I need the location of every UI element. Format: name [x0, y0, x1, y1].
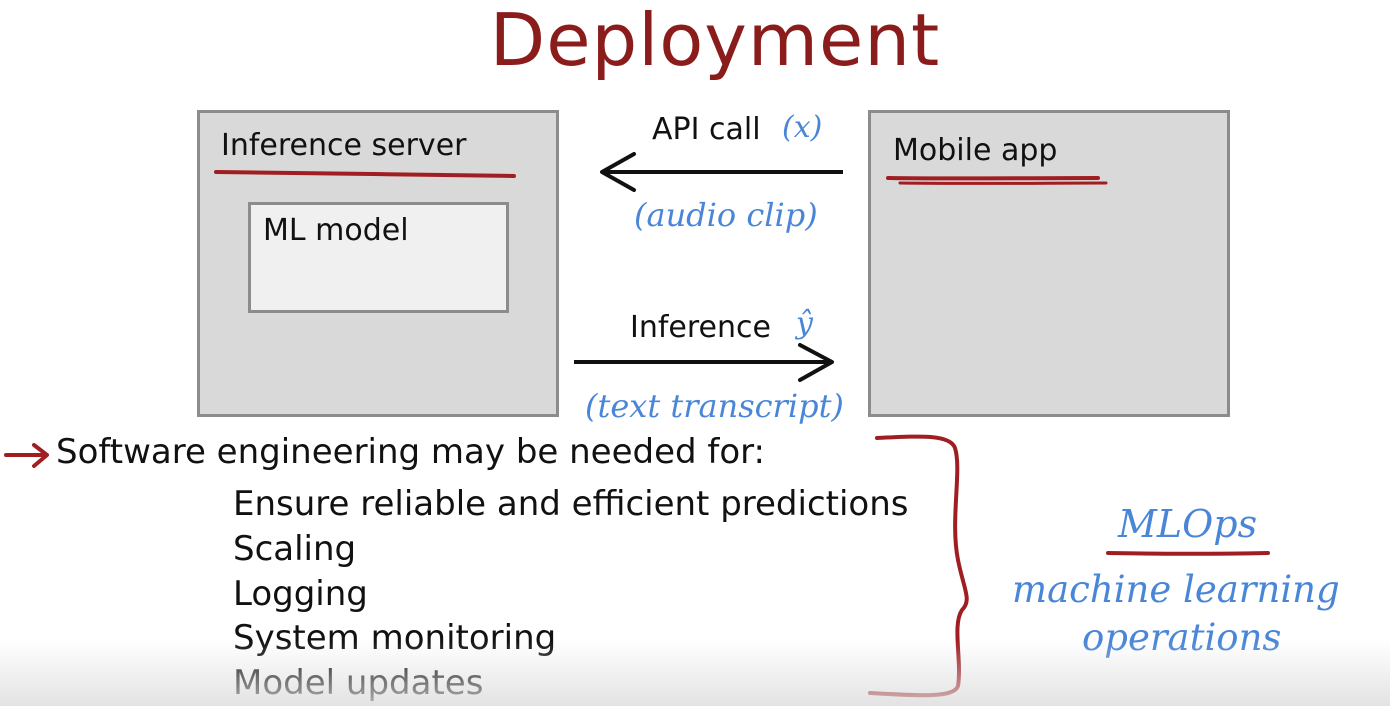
inference-server-underline	[214, 170, 516, 178]
api-call-label: API call	[652, 112, 761, 147]
mobile-app-label: Mobile app	[893, 133, 1058, 168]
software-list: Ensure reliable and efficient prediction…	[233, 482, 908, 706]
software-heading: Software engineering may be needed for:	[56, 432, 766, 472]
mobile-app-box	[868, 110, 1230, 417]
mlops-line1: machine learning	[1012, 568, 1340, 611]
mlops-underline	[1106, 551, 1270, 556]
api-call-symbol: (x)	[782, 110, 823, 145]
ml-model-label: ML model	[263, 213, 409, 248]
api-call-arrow	[600, 152, 843, 192]
mlops-acronym: MLOps	[1118, 502, 1258, 546]
ml-model-box	[248, 202, 509, 313]
inference-label: Inference	[630, 310, 771, 345]
bullet-arrow-icon	[4, 443, 49, 468]
inference-symbol: ŷ	[796, 306, 813, 341]
audio-clip-note: (audio clip)	[634, 196, 818, 234]
list-item: Logging	[233, 573, 368, 614]
list-item: Scaling	[233, 528, 357, 569]
list-brace	[868, 434, 969, 698]
inference-arrow	[574, 343, 834, 382]
text-transcript-note: (text transcript)	[585, 387, 844, 425]
list-item: Ensure reliable and efficient prediction…	[233, 484, 909, 524]
slide-title: Deployment	[489, 0, 941, 82]
inference-server-label: Inference server	[221, 128, 467, 163]
